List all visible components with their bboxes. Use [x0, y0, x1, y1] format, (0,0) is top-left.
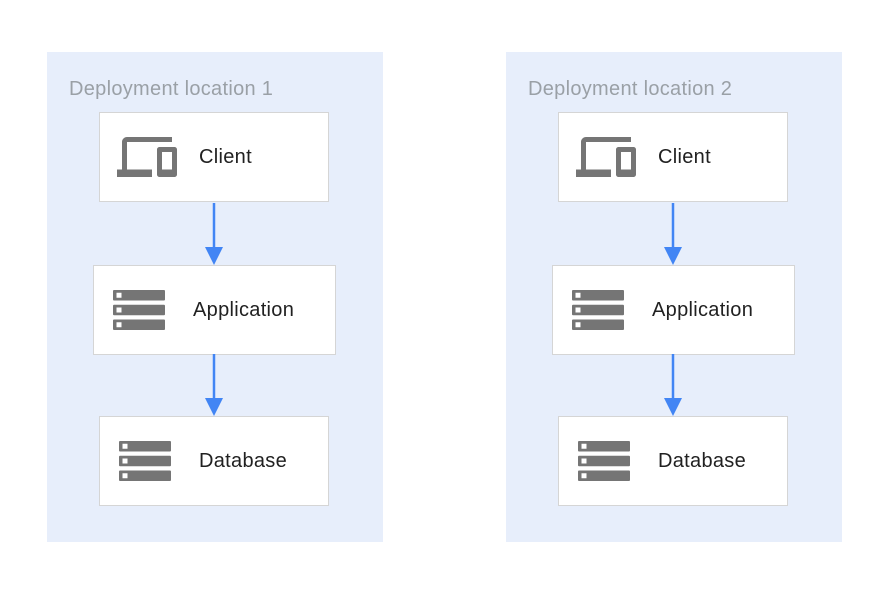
panel-title: Deployment location 2 — [528, 78, 733, 100]
devices-icon — [117, 137, 177, 177]
node-label: Application — [652, 298, 754, 321]
node-label: Database — [658, 449, 747, 472]
node-client: Client — [99, 112, 329, 202]
arrow-down-icon — [664, 354, 682, 416]
node-database: Database — [558, 416, 788, 506]
node-label: Database — [199, 449, 288, 472]
arrow-down-icon — [205, 354, 223, 416]
node-icon-wrap — [117, 137, 199, 177]
panel-title: Deployment location 1 — [69, 78, 274, 100]
deployment-panel-1: Deployment location 1 Client — [47, 52, 383, 542]
node-icon-wrap — [570, 290, 652, 330]
node-database: Database — [99, 416, 329, 506]
node-label: Client — [658, 145, 711, 168]
node-icon-wrap — [111, 290, 193, 330]
node-client: Client — [558, 112, 788, 202]
arrow-down-icon — [205, 203, 223, 265]
arrow-down-icon — [664, 203, 682, 265]
server-stack-icon — [119, 441, 171, 481]
devices-icon — [576, 137, 636, 177]
node-label: Application — [193, 298, 295, 321]
server-stack-icon — [113, 290, 165, 330]
node-application: Application — [552, 265, 795, 355]
node-application: Application — [93, 265, 336, 355]
deployment-panel-2: Deployment location 2 Client — [506, 52, 842, 542]
node-icon-wrap — [576, 137, 658, 177]
server-stack-icon — [572, 290, 624, 330]
node-icon-wrap — [576, 441, 658, 481]
node-icon-wrap — [117, 441, 199, 481]
node-label: Client — [199, 145, 252, 168]
server-stack-icon — [578, 441, 630, 481]
